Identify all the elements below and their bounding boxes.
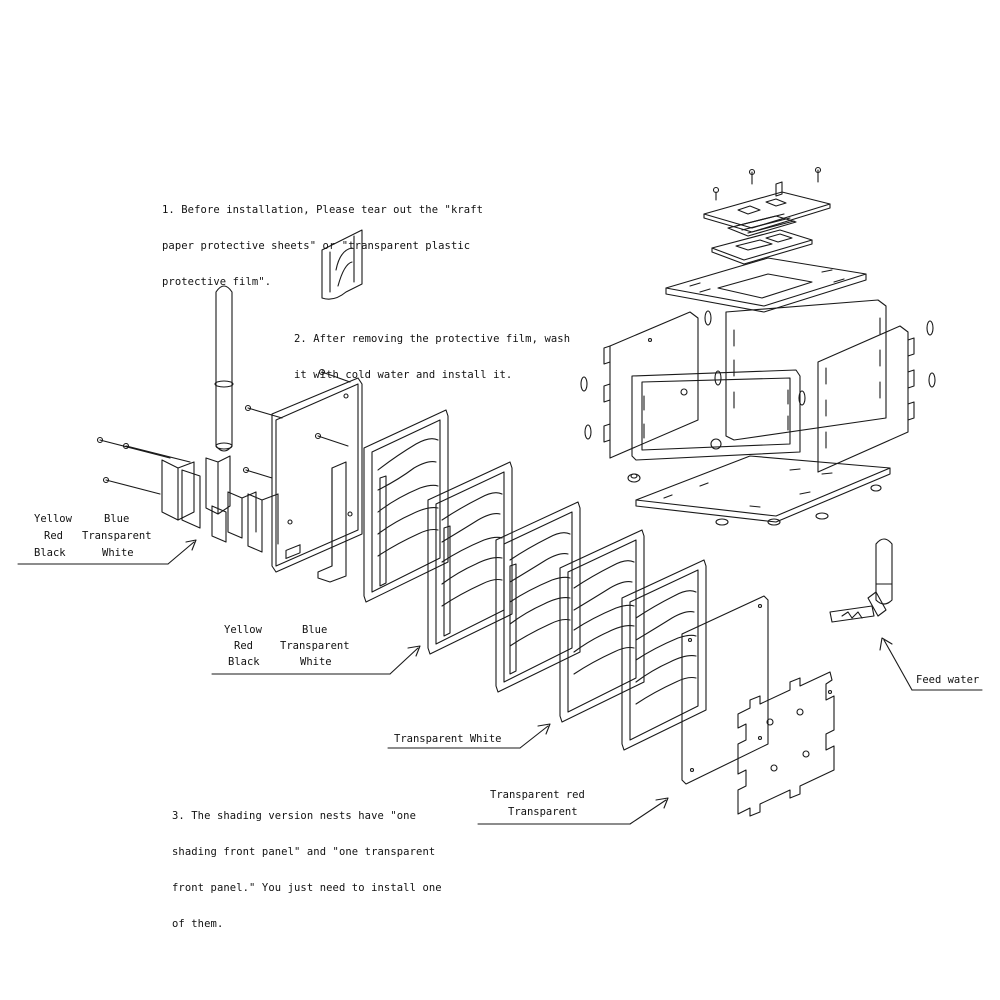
note-1-line-2: paper protective sheets" or "transparent… [162, 240, 471, 252]
l-side-piece [317, 461, 347, 583]
note-1-line-1: 1. Before installation, Please tear out … [162, 204, 484, 216]
leader-line-feed-water [879, 637, 983, 691]
note-2-line-1: 2. After removing the protective film, w… [294, 333, 571, 345]
note-3-line-1: 3. The shading version nests have "one [172, 810, 417, 822]
leader-line-group2 [211, 645, 421, 675]
maze-panel-3 [495, 501, 581, 693]
leader-line-group1 [17, 539, 197, 565]
feed-water-tube [829, 538, 893, 623]
label-feed-water: Feed water [916, 674, 980, 686]
feeding-tray [711, 229, 813, 265]
note-3-line-4: of them. [172, 918, 224, 930]
box-front-wall [631, 369, 801, 461]
label-blue-1: Blue [104, 513, 130, 525]
small-bracket-part [321, 229, 363, 300]
front-shading-panel [737, 671, 835, 817]
box-bottom-plate [635, 455, 891, 523]
top-frame-plate [665, 257, 867, 313]
label-yellow-1: Yellow [34, 513, 72, 525]
leader-line-front-panels [477, 797, 669, 825]
label-black-2: Black [228, 656, 260, 668]
top-lid-plate [703, 191, 831, 233]
label-red-1: Red [44, 530, 63, 542]
box-left-wall [603, 311, 699, 459]
note-3-line-3: front panel." You just need to install o… [172, 882, 442, 894]
label-transparent-1: Transparent [82, 530, 152, 542]
box-right-wall [817, 325, 915, 473]
label-yellow-2: Yellow [224, 624, 262, 636]
u-brackets-set [161, 455, 279, 553]
screws-left [96, 368, 351, 495]
note-2-line-2: it with cold water and install it. [294, 369, 513, 381]
label-blue-2: Blue [302, 624, 328, 636]
box-back-wall [725, 299, 887, 441]
back-panel [271, 377, 363, 573]
note-3: 3. The shading version nests have "one s… [172, 786, 442, 942]
label-transparent-red: Transparent red [490, 789, 585, 801]
label-transparent-white: Transparent White [394, 733, 502, 745]
label-black-1: Black [34, 547, 66, 559]
note-1-line-3: protective film". [162, 276, 272, 288]
leader-line-transparent-white [387, 723, 551, 749]
note-2: 2. After removing the protective film, w… [294, 309, 570, 393]
note-3-line-2: shading front panel" and "one transparen… [172, 846, 436, 858]
feeding-tube-part [214, 285, 234, 452]
label-red-2: Red [234, 640, 253, 652]
maze-panel-2 [427, 461, 513, 655]
front-transparent-panel [681, 595, 769, 785]
label-transparent-2: Transparent [280, 640, 350, 652]
o-rings [580, 310, 936, 526]
label-transparent: Transparent [508, 806, 578, 818]
label-white-2: White [300, 656, 332, 668]
note-1: 1. Before installation, Please tear out … [162, 180, 483, 300]
top-lid-screws [712, 166, 822, 201]
mesh-screen [727, 213, 797, 237]
maze-panel-1 [363, 409, 449, 603]
maze-panel-5 [621, 559, 707, 751]
maze-panel-4 [559, 529, 645, 723]
label-white-1: White [102, 547, 134, 559]
